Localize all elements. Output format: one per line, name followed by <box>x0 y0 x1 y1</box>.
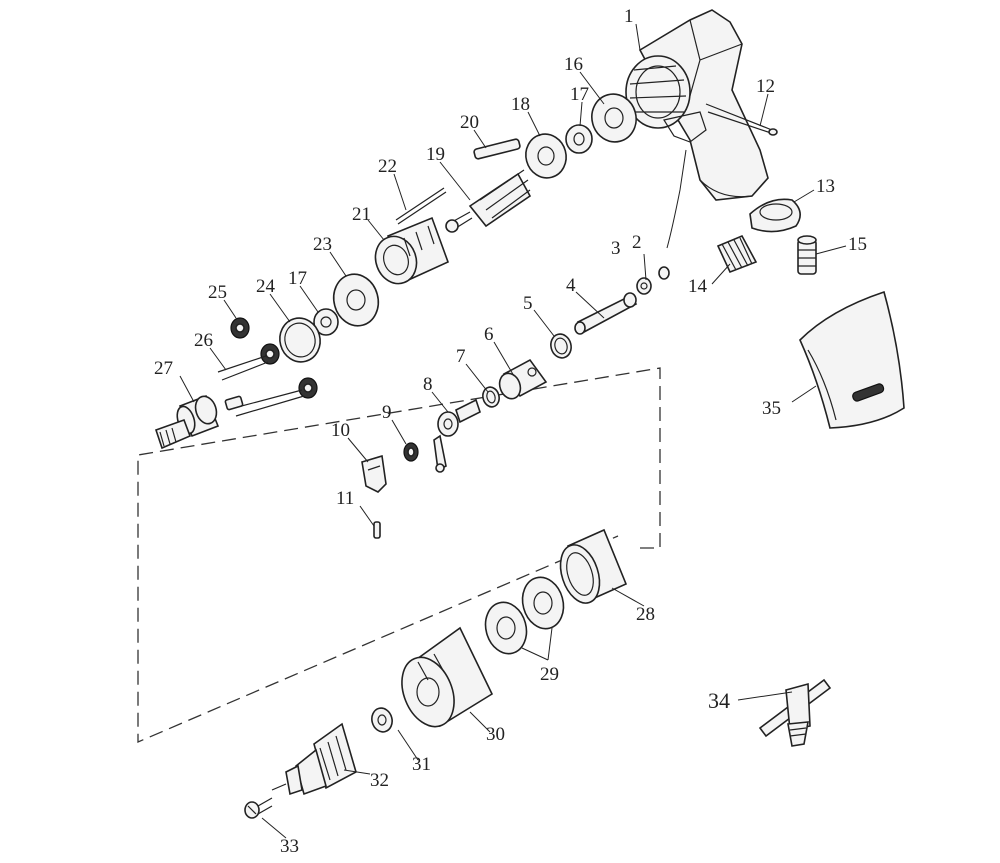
callout-22: 22 <box>378 156 397 177</box>
callout-29: 29 <box>540 664 559 685</box>
callout-3: 3 <box>611 238 621 259</box>
callout-32: 32 <box>370 770 389 791</box>
part-1-housing <box>625 9 769 201</box>
part-29-bearings <box>484 576 565 655</box>
callout-19: 19 <box>426 144 445 165</box>
part-24-o-ring <box>279 317 321 363</box>
part-27-spindle <box>154 394 220 450</box>
part-15-air-inlet <box>797 235 817 275</box>
callout-20: 20 <box>460 112 479 133</box>
callout-9: 9 <box>382 402 392 423</box>
callout-14: 14 <box>688 276 708 297</box>
part-31-washer <box>371 707 393 733</box>
callout-8: 8 <box>423 374 433 395</box>
callout-13: 13 <box>816 176 835 197</box>
part-6-valve-bushing <box>498 358 548 400</box>
part-8-reverse-assembly <box>433 398 481 473</box>
part-32-chuck <box>271 722 357 796</box>
part-19-rotor <box>445 169 532 233</box>
callout-18: 18 <box>511 94 530 115</box>
callout-35: 35 <box>762 398 781 419</box>
part-35-sleeve <box>799 290 905 429</box>
leader-lines <box>179 23 847 839</box>
callout-21: 21 <box>352 204 371 225</box>
part-26-gear-set <box>217 343 318 417</box>
callout-30: 30 <box>486 724 505 745</box>
part-2-washer <box>658 266 670 280</box>
callout-1: 1 <box>624 6 634 27</box>
part-21-cylinder <box>374 216 450 285</box>
callout-4: 4 <box>566 275 576 296</box>
callout-10: 10 <box>331 420 350 441</box>
assembly-guide-dashed-line <box>137 367 661 743</box>
callout-25: 25 <box>208 282 227 303</box>
part-34-chuck-key <box>758 678 832 747</box>
callout-6: 6 <box>484 324 494 345</box>
callout-27: 27 <box>154 358 173 379</box>
part-28-ring-gear <box>559 528 628 604</box>
part-9-spring <box>403 442 419 462</box>
callout-26: 26 <box>194 330 213 351</box>
callout-28: 28 <box>636 604 655 625</box>
part-22-pin <box>395 187 447 225</box>
part-23-front-plate <box>332 273 380 327</box>
part-7-o-ring <box>482 386 500 408</box>
callout-5: 5 <box>523 293 533 314</box>
part-4-valve-stem <box>574 292 638 335</box>
callout-2: 2 <box>632 232 642 253</box>
callout-17-upper: 17 <box>570 84 589 105</box>
callout-23: 23 <box>313 234 332 255</box>
part-25-planet-gear <box>230 317 250 339</box>
part-33-screw <box>244 797 273 819</box>
callout-34: 34 <box>708 688 730 713</box>
part-11-trigger-pin <box>373 521 381 539</box>
callout-11: 11 <box>336 488 354 509</box>
callout-labels: 1 2 3 4 5 6 7 8 9 10 11 12 13 14 15 16 1… <box>154 6 867 857</box>
part-17-bearing-upper <box>565 124 593 154</box>
callout-31: 31 <box>412 754 431 775</box>
part-10-trigger <box>361 454 387 493</box>
part-20-vanes <box>473 138 521 160</box>
part-12-pin <box>705 103 778 136</box>
callout-24: 24 <box>256 276 276 297</box>
callout-12: 12 <box>756 76 775 97</box>
part-18-rear-plate <box>525 133 567 179</box>
part-30-front-housing <box>401 626 494 728</box>
part-3-washer <box>636 277 652 295</box>
callout-33: 33 <box>280 836 299 857</box>
callout-7: 7 <box>456 346 466 367</box>
part-5-o-ring <box>550 333 572 359</box>
callout-15: 15 <box>848 234 867 255</box>
part-16-end-plate <box>591 93 637 143</box>
callout-17-lower: 17 <box>288 268 307 289</box>
part-17-bearing-lower <box>313 308 339 336</box>
part-14-muffler <box>716 234 758 274</box>
callout-16: 16 <box>564 54 583 75</box>
part-13-exhaust-cover <box>749 198 801 233</box>
